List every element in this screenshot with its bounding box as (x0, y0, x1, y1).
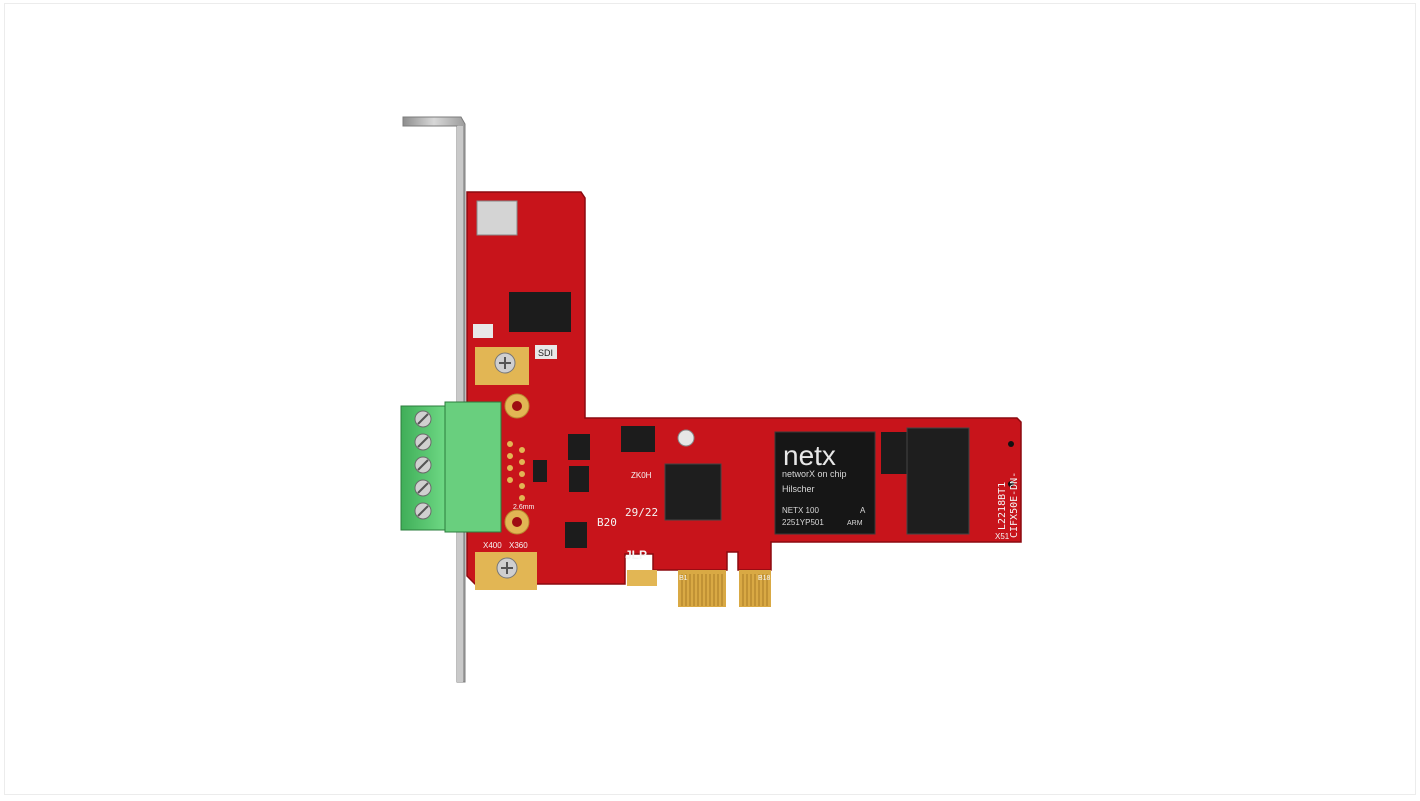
chip-revision: A (860, 506, 866, 515)
sdi-label: SDI (538, 348, 553, 358)
x360-label: X360 (509, 541, 528, 550)
date-code: 29/22 (625, 506, 658, 519)
chip-serial: 2251YP501 (782, 518, 824, 527)
maker-code: JLP (625, 548, 647, 562)
x400-label: X400 (483, 541, 502, 550)
date-suffix: B20 (597, 516, 617, 529)
chip-model: NETX 100 (782, 506, 819, 515)
side-part-number: L2218BT1 (997, 482, 1008, 530)
sub-d-connector (504, 393, 530, 535)
pcie-card-photo: SDI 29/22 B20 JLP X400 X360 2.6mm ZK0H B… (400, 116, 1022, 683)
side-model: CIFX50E-DN- (1009, 472, 1020, 538)
metal-bracket (402, 116, 466, 683)
chip-arm-mark: ARM (847, 520, 863, 527)
small-mark: ZK0H (631, 471, 652, 480)
x51-label: X51 (995, 532, 1010, 541)
dim-mark: 2.6mm (513, 504, 535, 511)
pcb-shape (466, 191, 1022, 585)
pin-b18-label: B18 (758, 575, 771, 582)
chip-logo: netx (783, 440, 836, 471)
pcb-board: SDI 29/22 B20 JLP X400 X360 2.6mm ZK0H B… (400, 191, 1022, 607)
photo-frame: SDI 29/22 B20 JLP X400 X360 2.6mm ZK0H B… (4, 3, 1416, 795)
netx-chip: netx networX on chip Hilscher NETX 100 A… (774, 431, 876, 535)
pcie-gold-fingers (678, 570, 771, 607)
chip-maker: Hilscher (782, 484, 815, 494)
chip-tagline: networX on chip (782, 469, 847, 479)
green-terminal-block (400, 401, 502, 533)
pin-b1-label: B1 (679, 575, 688, 582)
